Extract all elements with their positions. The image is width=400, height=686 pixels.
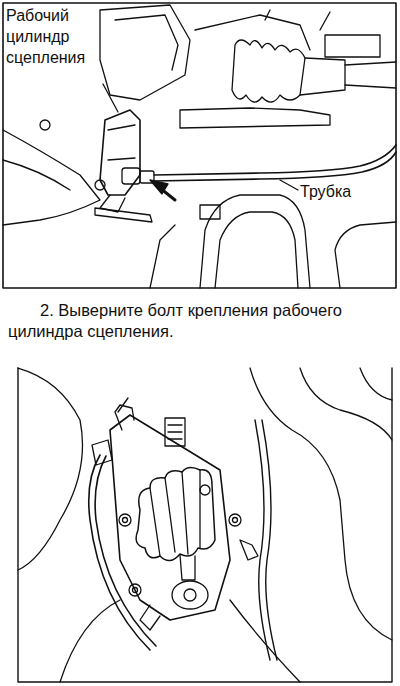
part-label: Трубка <box>300 182 390 203</box>
bottom-illustration <box>18 368 392 682</box>
part-label: Рабочий цилиндр сцепления <box>6 6 102 68</box>
instruction-text: 2. Выверните болт крепления рабочего цил… <box>8 300 394 343</box>
top-illustration <box>3 3 396 288</box>
